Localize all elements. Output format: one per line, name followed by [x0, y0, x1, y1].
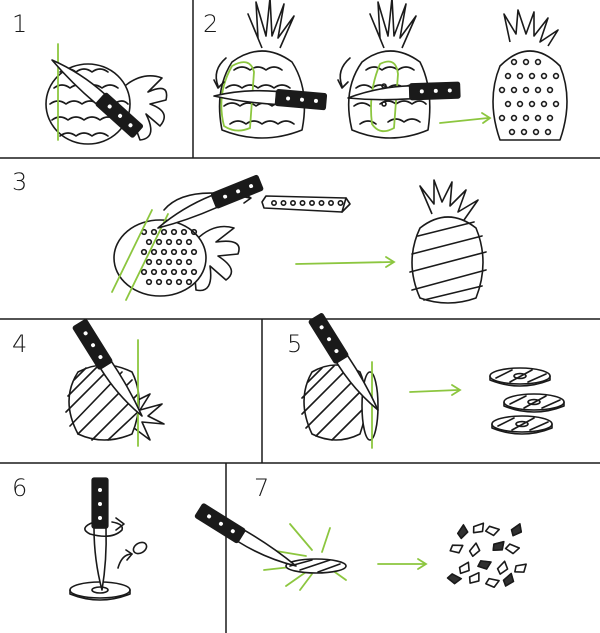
arrow-step-3 [295, 256, 396, 268]
step-7-illustration [193, 502, 527, 591]
step-1-illustration [45, 43, 168, 145]
step-number-6: 6 [12, 474, 27, 502]
step-number-4: 4 [12, 330, 27, 358]
pineapple-peeling-b [337, 0, 461, 139]
knife [193, 502, 299, 577]
step-3-illustration [111, 174, 487, 304]
pineapple-side-crown [117, 75, 168, 141]
peeled-eyes [498, 58, 560, 136]
pineapple-spiral-grooves [409, 179, 487, 304]
step-number-5: 5 [287, 330, 302, 358]
removed-eye-strip [261, 195, 351, 213]
step-number-3: 3 [12, 168, 27, 196]
arrow-step-5 [409, 384, 462, 396]
step-6-illustration [69, 477, 148, 601]
rotation-arrow [84, 521, 124, 538]
pineapple-lying-crown [193, 225, 240, 292]
pineapple-slices [489, 367, 565, 435]
curved-arrow-step-3 [163, 192, 251, 211]
pineapple-chunks [446, 522, 527, 589]
removed-core [132, 541, 148, 555]
step-number-7: 7 [254, 474, 269, 502]
pineapple-peeling-a [212, 0, 328, 139]
step-5-illustration [301, 312, 565, 449]
knife [91, 477, 109, 591]
step-2-illustration [212, 0, 568, 141]
pineapple-side-body [45, 63, 131, 145]
lying-eyes [140, 228, 198, 286]
arrow-step-2 [439, 112, 492, 124]
step-4-illustration [65, 318, 165, 447]
step-number-1: 1 [12, 10, 27, 38]
arrow-step-7 [377, 558, 428, 570]
step-number-2: 2 [203, 10, 218, 38]
